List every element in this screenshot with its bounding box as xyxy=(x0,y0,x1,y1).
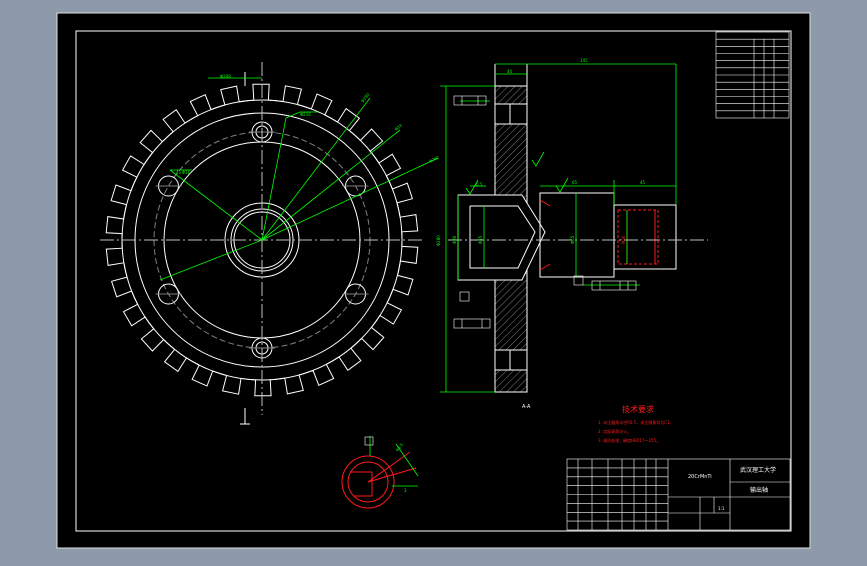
shaft-step-2 xyxy=(613,204,677,270)
title-block xyxy=(566,458,791,531)
shaft-section-view xyxy=(448,64,708,393)
svg-text:Φ216: Φ216 xyxy=(300,112,311,117)
section-dimension-text: 145 44 65 45 Φ280 Φ80 Φ55 Φ65 M56 0.5 xyxy=(436,58,646,246)
svg-text:Φ80: Φ80 xyxy=(452,235,457,244)
svg-text:Φ280: Φ280 xyxy=(436,235,441,246)
svg-text:65: 65 xyxy=(572,180,578,185)
svg-text:M56: M56 xyxy=(621,235,626,244)
svg-text:R0.5: R0.5 xyxy=(395,442,405,453)
svg-text:Φ55: Φ55 xyxy=(478,235,483,244)
svg-text:Φ208: Φ208 xyxy=(220,74,231,79)
svg-text:45: 45 xyxy=(640,180,646,185)
title-material: 20CrMnTi xyxy=(688,474,712,480)
detail-marker-box xyxy=(364,436,374,446)
notes-title: 技术要求 xyxy=(622,404,654,414)
svg-text:0.5: 0.5 xyxy=(476,182,483,187)
gear-dimension-text: Φ208 Φ280 Φ24 Φ262 4×Φ16 Φ216 xyxy=(176,74,440,175)
svg-text:4×Φ16: 4×Φ16 xyxy=(176,170,191,175)
note-item-3: 3. 调质处理，硬度HB217～255。 xyxy=(598,437,660,443)
tolerance-frames xyxy=(453,95,637,329)
title-school: 武汉理工大学 xyxy=(740,466,776,474)
section-dimensions xyxy=(440,63,677,393)
svg-text:Φ65: Φ65 xyxy=(570,235,575,244)
drawing-sheet xyxy=(56,12,811,549)
svg-text:3: 3 xyxy=(404,488,407,493)
section-label: A-A xyxy=(522,404,531,410)
note-item-2: 2. 齿部高频淬火。 xyxy=(598,428,631,434)
surface-finish-symbols xyxy=(465,151,569,271)
drawing-frame xyxy=(75,30,792,532)
detail-view-dims xyxy=(369,436,419,487)
svg-text:145: 145 xyxy=(580,58,588,63)
svg-text:44: 44 xyxy=(507,69,513,74)
svg-text:Φ24: Φ24 xyxy=(393,122,403,131)
technical-notes: 技术要求 1. 未注圆角半径R0.5，未注倒角均为C1。 2. 齿部高频淬火。 … xyxy=(598,404,674,443)
title-part-name: 输出轴 xyxy=(750,486,768,494)
svg-text:Φ280: Φ280 xyxy=(360,92,371,104)
title-scale: 1:1 xyxy=(718,506,725,511)
detail-view xyxy=(341,451,417,509)
note-item-1: 1. 未注圆角半径R0.5，未注倒角均为C1。 xyxy=(598,419,674,425)
gear-parameter-table xyxy=(715,31,790,119)
svg-text:Φ262: Φ262 xyxy=(428,154,440,164)
shaft-spline xyxy=(617,209,659,265)
gear-dimension-leaders xyxy=(159,77,439,281)
gear-front-view xyxy=(100,62,424,425)
